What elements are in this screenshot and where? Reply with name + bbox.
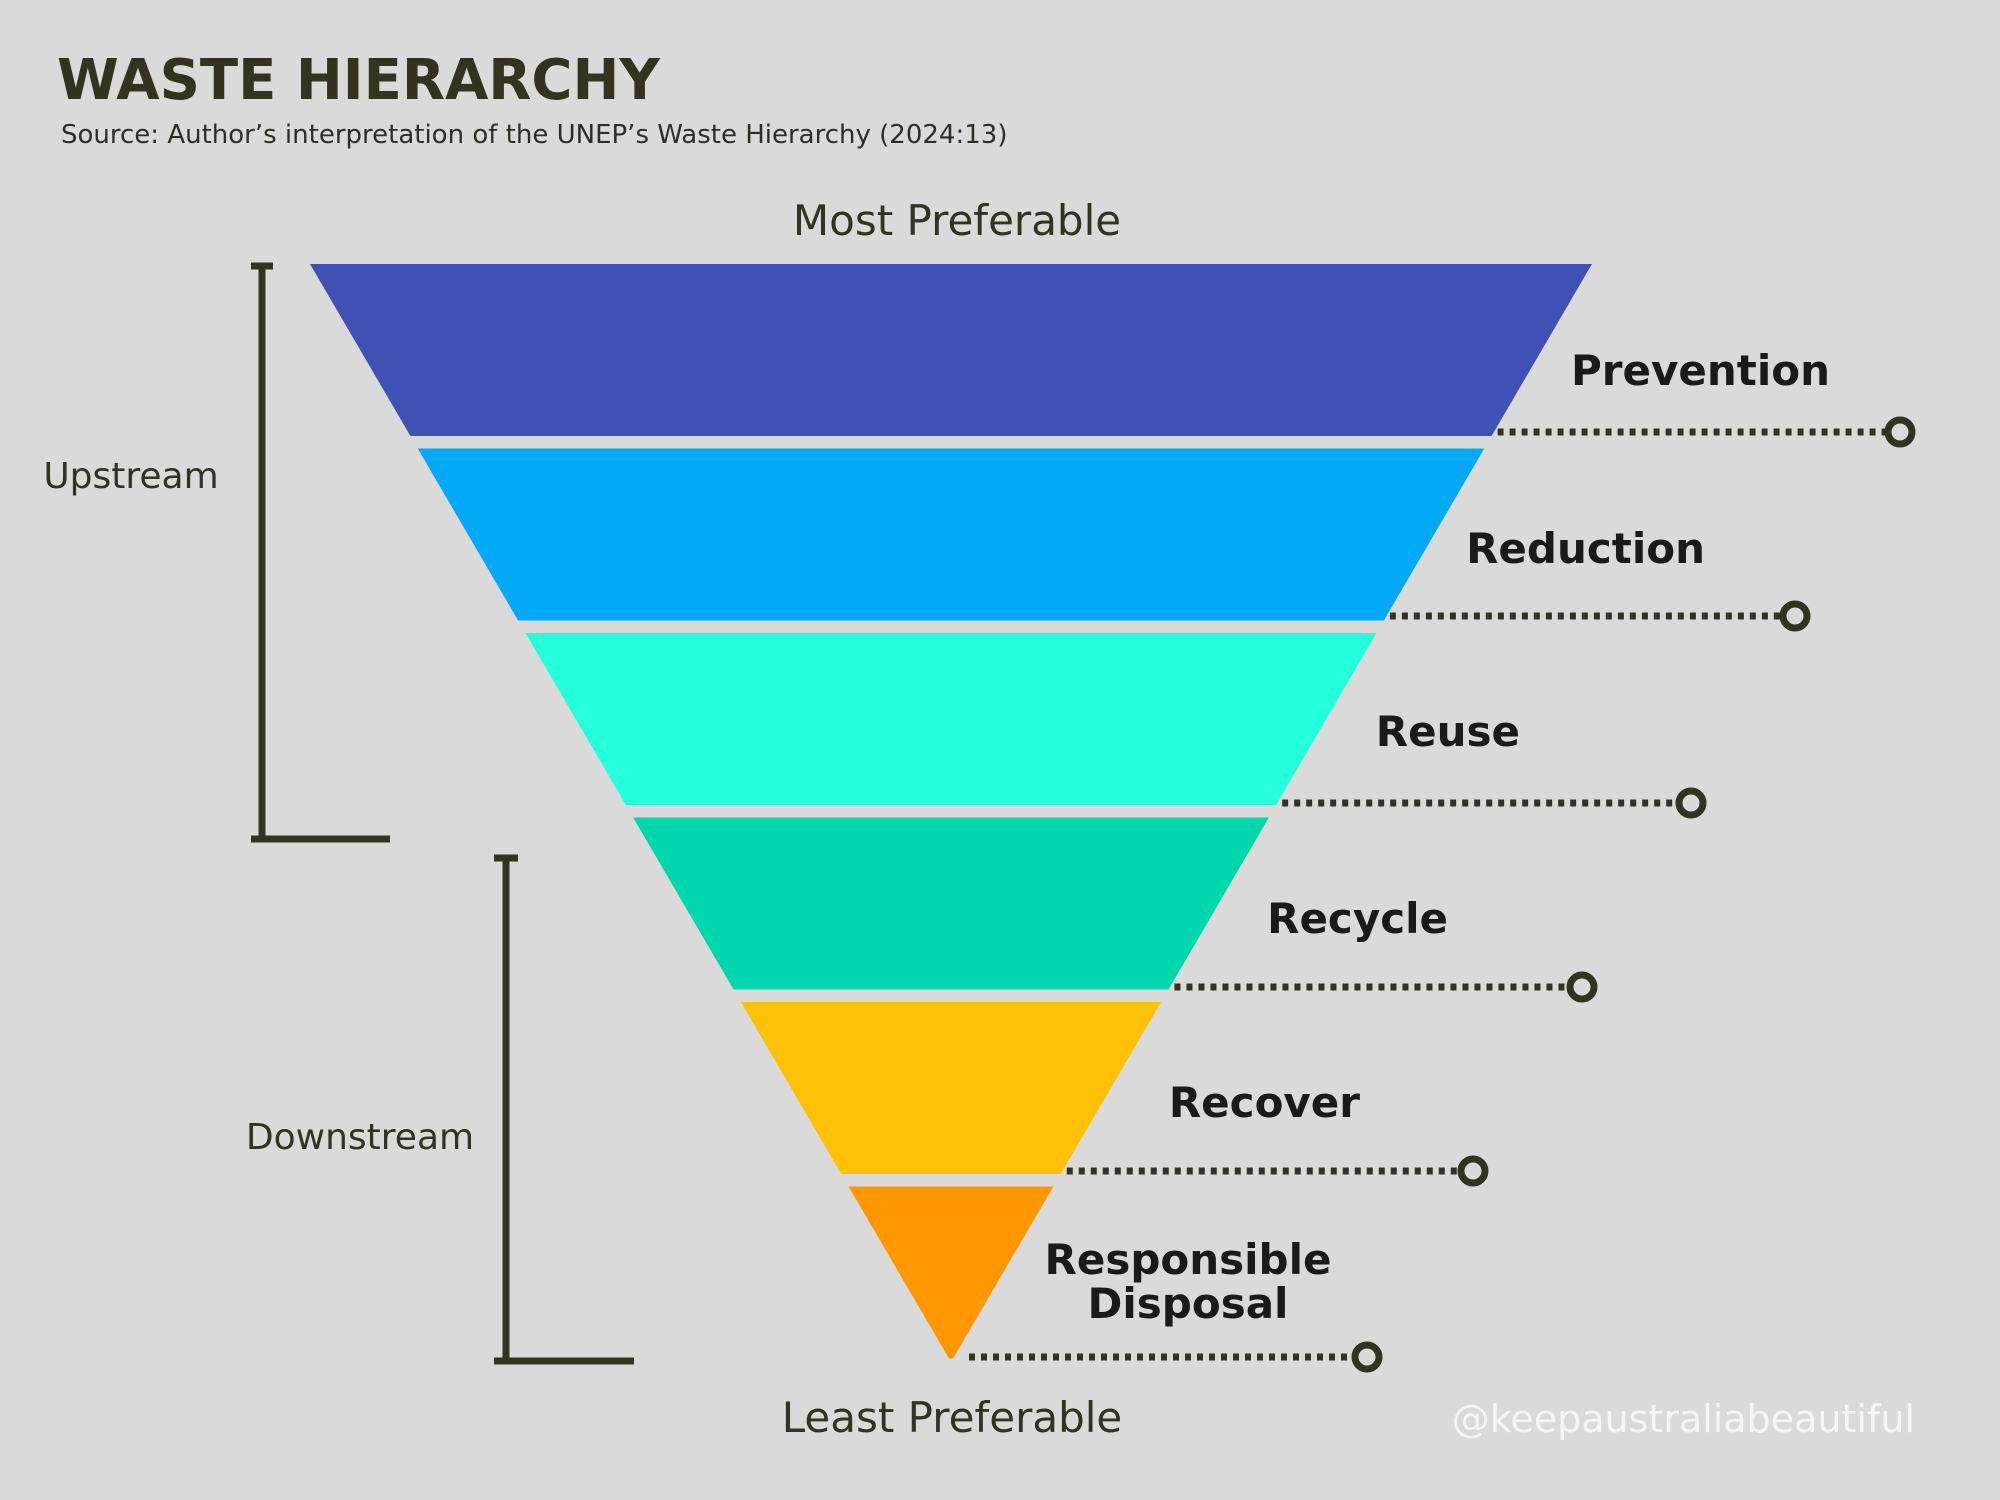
downstream-bracket [494, 854, 634, 1365]
level-band-4 [740, 1002, 1162, 1174]
upstream-label: Upstream [43, 456, 218, 497]
watermark: @keepaustraliabeautiful [1452, 1397, 1915, 1441]
level-connector-dot-0 [1884, 416, 1916, 448]
upstream-bracket [251, 262, 390, 843]
downstream-label: Downstream [246, 1117, 474, 1158]
level-connector-dot-3 [1566, 971, 1598, 1003]
level-band-1 [417, 448, 1485, 621]
level-label-2: Reuse [1376, 707, 1520, 756]
level-connector-dot-2 [1675, 787, 1707, 819]
level-connector-dot-5 [1351, 1341, 1383, 1373]
hierarchy-levels: PreventionReductionReuseRecycleRecoverRe… [310, 264, 1916, 1373]
source-caption: Source: Author’s interpretation of the U… [61, 120, 1008, 150]
level-band-3 [633, 817, 1269, 990]
level-connector-dot-1 [1779, 600, 1811, 632]
level-band-2 [525, 633, 1377, 805]
level-label-3: Recycle [1267, 894, 1448, 943]
least-preferable-label: Least Preferable [782, 1393, 1123, 1442]
level-label-0: Prevention [1571, 346, 1830, 395]
page-title: WASTE HIERARCHY [57, 48, 660, 113]
level-band-0 [310, 264, 1592, 436]
level-band-5 [848, 1186, 1054, 1359]
level-label-4: Recover [1169, 1078, 1360, 1127]
most-preferable-label: Most Preferable [793, 196, 1121, 245]
level-label-1: Reduction [1466, 524, 1705, 573]
level-connector-dot-4 [1457, 1155, 1489, 1187]
